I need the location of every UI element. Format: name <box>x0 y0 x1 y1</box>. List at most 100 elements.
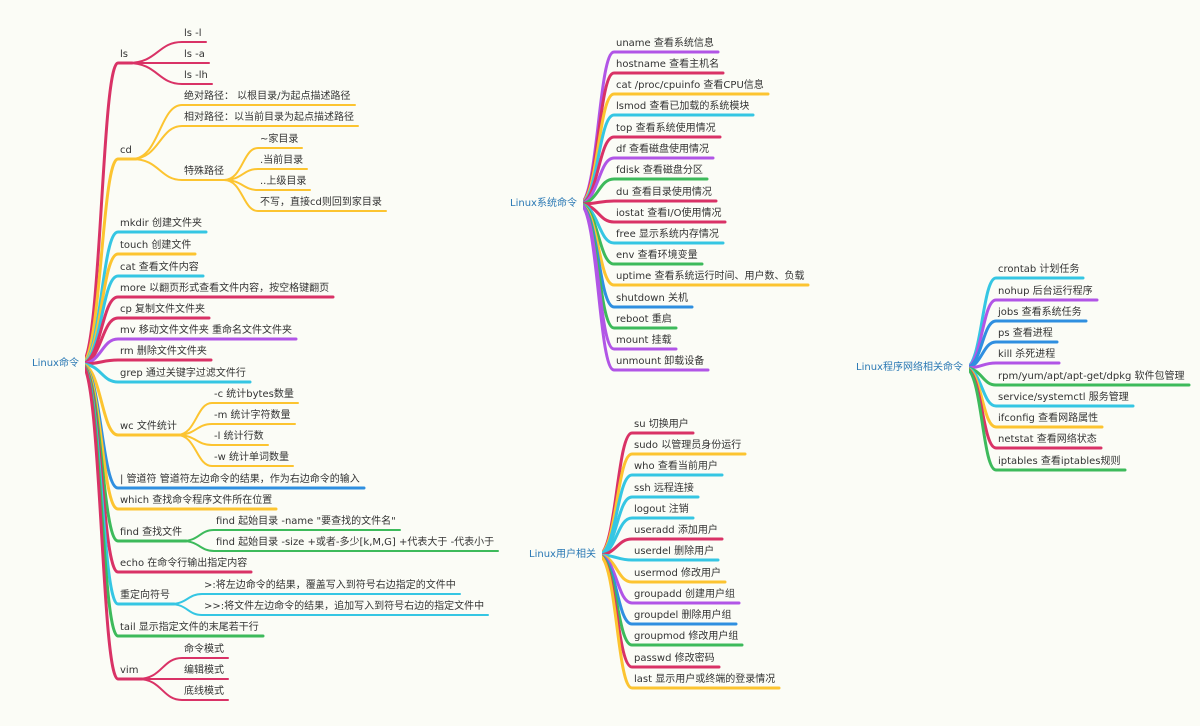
node-lsmod[interactable]: lsmod 查看已加载的系统模块 <box>616 101 750 112</box>
node-find-name[interactable]: find 起始目录 -name "要查找的文件名" <box>216 516 396 527</box>
node-ssh[interactable]: ssh 远程连接 <box>634 483 694 494</box>
node-fdisk[interactable]: fdisk 查看磁盘分区 <box>616 165 703 176</box>
node-wc-l[interactable]: -l 统计行数 <box>214 431 264 442</box>
node-ps[interactable]: ps 查看进程 <box>998 328 1053 339</box>
node-service[interactable]: service/systemctl 服务管理 <box>998 392 1129 403</box>
node-cd-home[interactable]: ~家目录 <box>260 134 299 145</box>
node-wc-w[interactable]: -w 统计单词数量 <box>214 452 289 463</box>
node-wc-c[interactable]: -c 统计bytes数量 <box>214 389 294 400</box>
node-top[interactable]: top 查看系统使用情况 <box>616 123 716 134</box>
node-ifconfig[interactable]: ifconfig 查看网路属性 <box>998 413 1099 424</box>
node-redirect-append[interactable]: >>:将文件左边命令的结果，追加写入到符号右边的指定文件中 <box>204 601 485 612</box>
link-n0_8 <box>79 358 213 366</box>
node-mv[interactable]: mv 移动文件文件夹 重命名文件文件夹 <box>120 325 293 336</box>
node-cd-absolute[interactable]: 绝对路径： 以根目录/为起点描述路径 <box>184 91 351 102</box>
node-userdel[interactable]: userdel 删除用户 <box>634 546 715 557</box>
node-cd-relative[interactable]: 相对路径：以当前目录为起点描述路径 <box>184 112 354 123</box>
node-hostname[interactable]: hostname 查看主机名 <box>616 59 720 70</box>
node-package-mgmt[interactable]: rpm/yum/apt/apt-get/dpkg 软件包管理 <box>998 371 1185 382</box>
link-n0_1_0 <box>131 104 356 160</box>
node-cd[interactable]: cd <box>120 145 132 156</box>
root-linux-commands[interactable]: Linux命令 <box>26 355 85 373</box>
node-useradd[interactable]: useradd 添加用户 <box>634 525 718 536</box>
node-vim-command[interactable]: 命令模式 <box>184 644 224 655</box>
node-vim-lastline[interactable]: 底线模式 <box>184 686 224 697</box>
node-cd-none[interactable]: 不写，直接cd则回到家目录 <box>260 197 382 208</box>
node-find[interactable]: find 查找文件 <box>120 527 183 538</box>
node-unmount[interactable]: unmount 卸载设备 <box>616 356 705 367</box>
node-groupdel[interactable]: groupdel 删除用户组 <box>634 610 732 621</box>
node-netstat[interactable]: netstat 查看网络状态 <box>998 434 1097 445</box>
node-rm[interactable]: rm 删除文件文件夹 <box>120 346 207 357</box>
node-reboot[interactable]: reboot 重启 <box>616 314 672 325</box>
node-env[interactable]: env 查看环境变量 <box>616 250 698 261</box>
node-passwd[interactable]: passwd 修改密码 <box>634 653 715 664</box>
node-wc[interactable]: wc 文件统计 <box>120 421 177 432</box>
link-n1_15 <box>577 202 710 372</box>
node-groupadd[interactable]: groupadd 创建用户组 <box>634 589 736 600</box>
node-echo[interactable]: echo 在命令行输出指定内容 <box>120 558 248 569</box>
root-linux-user[interactable]: Linux用户相关 <box>523 546 602 564</box>
link-n0_0_2 <box>127 62 213 85</box>
node-more[interactable]: more 以翻页形式查看文件内容，按空格键翻页 <box>120 283 330 294</box>
link-n3_4 <box>963 361 1061 370</box>
node-find-size[interactable]: find 起始目录 -size +或者-多少[k,M,G] +代表大于 -代表小… <box>216 537 495 548</box>
node-su[interactable]: su 切换用户 <box>634 419 689 430</box>
node-free[interactable]: free 显示系统内存情况 <box>616 229 719 240</box>
link-n0_17_2 <box>137 678 229 701</box>
node-last[interactable]: last 显示用户或终端的登录情况 <box>634 674 776 685</box>
link-n0_17 <box>79 362 144 681</box>
node-ls-lh[interactable]: ls -lh <box>184 70 208 81</box>
node-iptables[interactable]: iptables 查看iptables规则 <box>998 456 1121 467</box>
node-cat[interactable]: cat 查看文件内容 <box>120 262 199 273</box>
root-linux-system[interactable]: Linux系统命令 <box>504 195 583 213</box>
node-groupmod[interactable]: groupmod 修改用户组 <box>634 631 739 642</box>
link-n2_12 <box>596 553 781 690</box>
node-iostat[interactable]: iostat 查看I/O使用情况 <box>616 208 722 219</box>
link-n3_9 <box>963 366 1127 472</box>
node-mount[interactable]: mount 挂载 <box>616 335 672 346</box>
node-redirect[interactable]: 重定向符号 <box>120 590 170 601</box>
node-cd-current[interactable]: .当前目录 <box>260 155 304 166</box>
node-ls-a[interactable]: ls -a <box>184 49 205 60</box>
node-cp[interactable]: cp 复制文件文件夹 <box>120 304 206 315</box>
root-linux-program-network[interactable]: Linux程序网络相关命令 <box>850 359 969 377</box>
node-grep[interactable]: grep 通过关键字过滤文件行 <box>120 368 246 379</box>
link-n0_13_1 <box>181 540 499 552</box>
node-which[interactable]: which 查找命令程序文件所在位置 <box>120 495 273 506</box>
node-jobs[interactable]: jobs 查看系统任务 <box>998 307 1082 318</box>
link-n0_15_1 <box>169 603 489 616</box>
node-uname[interactable]: uname 查看系统信息 <box>616 38 714 49</box>
link-n0_1 <box>79 157 138 366</box>
node-vim[interactable]: vim <box>120 665 139 676</box>
node-touch[interactable]: touch 创建文件 <box>120 240 192 251</box>
node-ls-l[interactable]: ls -l <box>184 28 202 39</box>
node-du[interactable]: du 查看目录使用情况 <box>616 187 712 198</box>
node-pipe[interactable]: | 管道符 管道符左边命令的结果，作为右边命令的输入 <box>120 474 360 485</box>
node-redirect-overwrite[interactable]: >:将左边命令的结果，覆盖写入到符号右边指定的文件中 <box>204 580 456 591</box>
node-usermod[interactable]: usermod 修改用户 <box>634 568 722 579</box>
node-kill[interactable]: kill 杀死进程 <box>998 349 1056 360</box>
node-sudo[interactable]: sudo 以管理员身份运行 <box>634 440 742 451</box>
node-cpuinfo[interactable]: cat /proc/cpuinfo 查看CPU信息 <box>616 80 764 91</box>
node-cd-parent[interactable]: ..上级目录 <box>260 176 307 187</box>
link-n0_1_2 <box>131 158 229 181</box>
link-n0_10_3 <box>176 434 294 467</box>
link-n0_0 <box>79 61 134 366</box>
node-mkdir[interactable]: mkdir 创建文件夹 <box>120 218 202 229</box>
node-crontab[interactable]: crontab 计划任务 <box>998 264 1080 275</box>
node-df[interactable]: df 查看磁盘使用情况 <box>616 144 710 155</box>
node-ls[interactable]: ls <box>120 49 128 60</box>
node-shutdown[interactable]: shutdown 关机 <box>616 293 688 304</box>
node-nohup[interactable]: nohup 后台运行程序 <box>998 286 1093 297</box>
node-logout[interactable]: logout 注销 <box>634 504 689 515</box>
node-uptime[interactable]: uptime 查看系统运行时间、用户数、负载 <box>616 271 805 282</box>
node-tail[interactable]: tail 显示指定文件的末尾若干行 <box>120 622 259 633</box>
node-vim-edit[interactable]: 编辑模式 <box>184 665 224 676</box>
link-n0_1_1 <box>131 125 359 160</box>
node-wc-m[interactable]: -m 统计字符数量 <box>214 410 291 421</box>
node-cd-special[interactable]: 特殊路径 <box>184 166 224 177</box>
node-who[interactable]: who 查看当前用户 <box>634 461 718 472</box>
